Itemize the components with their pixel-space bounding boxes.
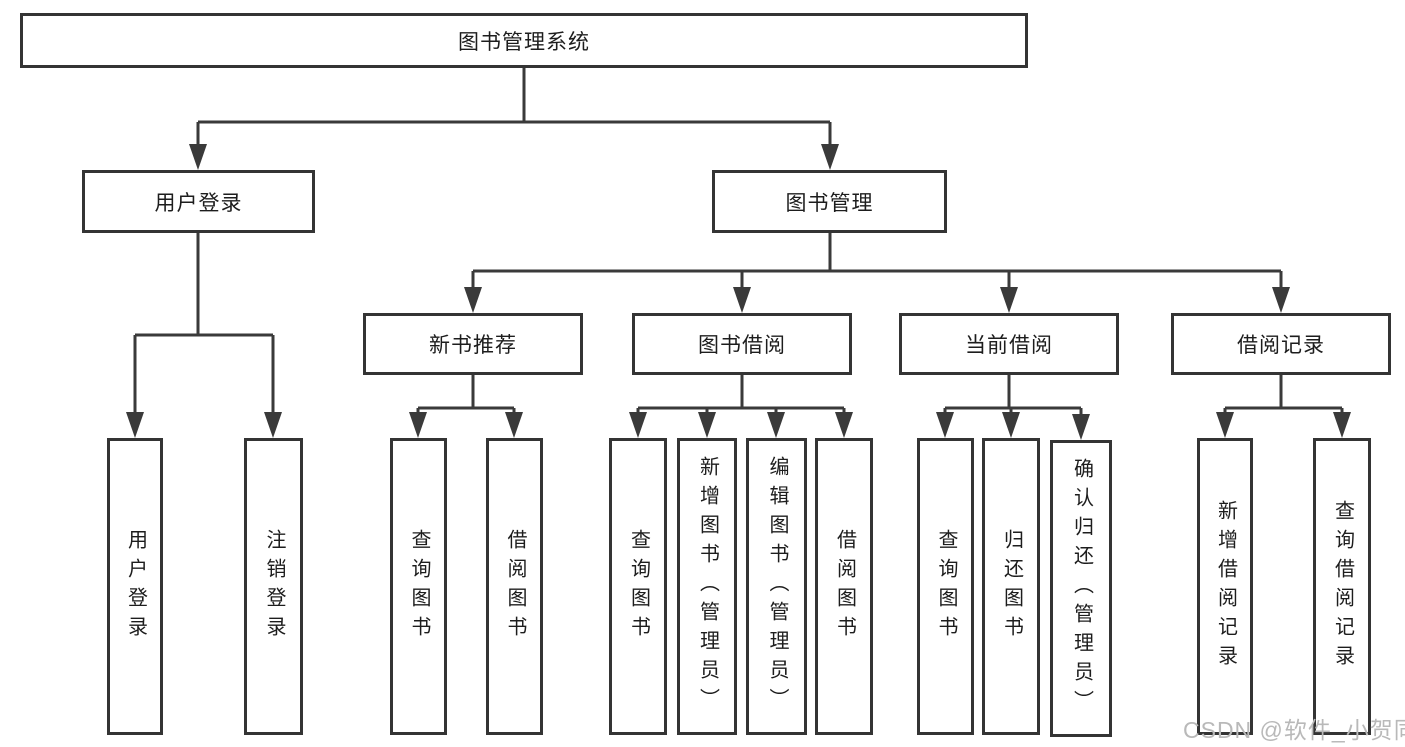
node-book-mgmt: 图书管理 bbox=[712, 170, 947, 233]
arrow-down-icon bbox=[1000, 287, 1018, 313]
node-leaf-edit-book: 编辑图书（管理员） bbox=[746, 438, 807, 735]
arrow-down-icon bbox=[821, 144, 839, 170]
arrow-down-icon bbox=[1333, 412, 1351, 438]
branch-book-mgmt bbox=[471, 233, 1283, 291]
node-leaf-borrow-book-2: 借阅图书 bbox=[815, 438, 873, 735]
node-leaf-return-book: 归还图书 bbox=[982, 438, 1040, 735]
node-leaf-confirm-return: 确认归还（管理员） bbox=[1050, 440, 1112, 737]
arrow-down-icon bbox=[629, 412, 647, 438]
node-book-borrow: 图书借阅 bbox=[632, 313, 852, 375]
branch-root bbox=[196, 68, 832, 148]
node-new-book-rec: 新书推荐 bbox=[363, 313, 583, 375]
node-leaf-borrow-book-1: 借阅图书 bbox=[486, 438, 543, 735]
branch-book-borrow bbox=[636, 375, 846, 416]
node-leaf-query-book-1: 查询图书 bbox=[390, 438, 447, 735]
arrow-down-icon bbox=[936, 412, 954, 438]
arrow-down-icon bbox=[409, 412, 427, 438]
arrow-down-icon bbox=[1002, 412, 1020, 438]
node-leaf-query-book-2: 查询图书 bbox=[609, 438, 667, 735]
arrow-down-icon bbox=[1272, 287, 1290, 313]
node-leaf-add-record: 新增借阅记录 bbox=[1197, 438, 1253, 735]
branch-user-login bbox=[133, 233, 275, 416]
arrow-down-icon bbox=[733, 287, 751, 313]
node-leaf-logout: 注销登录 bbox=[244, 438, 303, 735]
node-current-borrow: 当前借阅 bbox=[899, 313, 1119, 375]
arrow-down-icon bbox=[835, 412, 853, 438]
arrow-down-icon bbox=[464, 287, 482, 313]
node-root: 图书管理系统 bbox=[20, 13, 1028, 68]
arrow-down-icon bbox=[767, 412, 785, 438]
node-leaf-query-book-3: 查询图书 bbox=[917, 438, 974, 735]
arrow-down-icon bbox=[126, 412, 144, 438]
branch-current-borrow bbox=[943, 375, 1083, 418]
node-leaf-add-book: 新增图书（管理员） bbox=[677, 438, 737, 735]
arrow-down-icon bbox=[1072, 414, 1090, 440]
node-user-login: 用户登录 bbox=[82, 170, 315, 233]
branch-borrow-record bbox=[1223, 375, 1344, 416]
node-borrow-record: 借阅记录 bbox=[1171, 313, 1391, 375]
branch-new-book bbox=[416, 375, 516, 416]
arrow-down-icon bbox=[505, 412, 523, 438]
arrow-down-icon bbox=[189, 144, 207, 170]
arrow-down-icon bbox=[264, 412, 282, 438]
arrow-down-icon bbox=[1216, 412, 1234, 438]
arrow-down-icon bbox=[698, 412, 716, 438]
watermark: CSDN @软件_小贺同学 bbox=[1183, 717, 1405, 743]
node-leaf-user-login: 用户登录 bbox=[107, 438, 163, 735]
arrowheads bbox=[126, 144, 1351, 440]
node-leaf-query-record: 查询借阅记录 bbox=[1313, 438, 1371, 735]
